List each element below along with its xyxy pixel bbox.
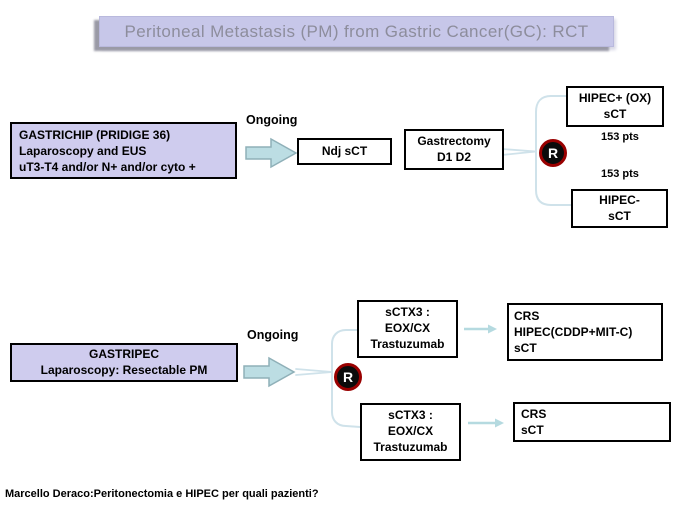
trial2-arm-bottom-outcome-box: CRS sCT — [513, 402, 671, 442]
trial1-arm-top-line2: sCT — [603, 107, 627, 122]
trial2-arm-top-outcome-line1: CRS — [514, 309, 540, 323]
slide-title: Peritoneal Metastasis (PM) from Gastric … — [99, 16, 614, 47]
trial1-entry-line3: uT3-T4 and/or N+ and/or cyto + — [19, 160, 196, 175]
trial1-arm-hipec-plus-box: HIPEC+ (OX) sCT — [566, 86, 664, 127]
trial1-randomization-badge: R — [539, 139, 567, 167]
trial2-arm-bottom-outcome-line2: sCT — [521, 423, 544, 438]
block-arrow-trial2 — [243, 356, 296, 388]
trial1-entry-box: GASTRICHIP (PRIDIGE 36) Laparoscopy and … — [10, 122, 237, 179]
connector-trial2-brace — [331, 329, 361, 428]
trial1-status-label: Ongoing — [246, 113, 298, 127]
trial2-entry-line2: Laparoscopy: Resectable PM — [40, 363, 208, 378]
trial1-gastrectomy-line1: Gastrectomy — [417, 134, 491, 148]
trial2-arm-top-chemo-line3: Trastuzumab — [370, 337, 445, 352]
trial2-arm-bottom-chemo-line3: Trastuzumab — [373, 440, 448, 455]
trial2-arm-top-outcome-box: CRS HIPEC(CDDP+MIT-C) sCT — [507, 303, 663, 361]
trial1-arm-hipec-minus-box: HIPEC- sCT — [571, 189, 668, 228]
trial1-entry-line2: Laparoscopy and EUS — [19, 144, 147, 159]
trial2-arm-top-outcome-line3: sCT — [514, 341, 537, 356]
trial1-arm-bottom-line1: HIPEC- — [599, 193, 640, 207]
trial2-arm-bottom-chemo-line1: sCTX3 : — [388, 408, 433, 422]
trial1-gastrectomy-line2: D1 D2 — [436, 150, 471, 165]
trial2-status-label: Ongoing — [247, 328, 299, 342]
trial1-arm-top-line1: HIPEC+ (OX) — [578, 91, 652, 105]
trial2-arm-bottom-outcome-line1: CRS — [521, 407, 547, 421]
trial1-ndj-sct-box: Ndj sCT — [297, 138, 392, 165]
thin-arrow-trial2-bottom — [468, 418, 504, 428]
connector-trial2-tip — [295, 368, 333, 376]
trial2-entry-line1: GASTRIPEC — [88, 347, 159, 361]
block-arrow-trial1 — [245, 137, 298, 169]
trial1-arm-bottom-patients: 153 pts — [601, 168, 639, 180]
trial2-arm-top-chemo-box: sCTX3 : EOX/CX Trastuzumab — [357, 300, 458, 358]
connector-trial1-brace — [535, 95, 572, 206]
trial2-randomization-badge: R — [334, 363, 362, 391]
trial2-arm-bottom-chemo-box: sCTX3 : EOX/CX Trastuzumab — [360, 403, 461, 461]
trial1-gastrectomy-box: Gastrectomy D1 D2 — [404, 129, 504, 170]
connector-trial1-tip — [501, 148, 537, 156]
thin-arrow-trial2-top — [464, 324, 497, 334]
trial2-arm-top-outcome-line2: HIPEC(CDDP+MIT-C) — [514, 325, 633, 340]
trial2-arm-top-chemo-line1: sCTX3 : — [385, 305, 430, 319]
attribution-caption: Marcello Deraco:Peritonectomia e HIPEC p… — [5, 488, 319, 500]
trial1-arm-top-patients: 153 pts — [601, 131, 639, 143]
trial2-arm-top-chemo-line2: EOX/CX — [384, 321, 431, 336]
trial2-arm-bottom-chemo-line2: EOX/CX — [387, 424, 434, 439]
trial1-entry-line1: GASTRICHIP (PRIDIGE 36) — [19, 128, 171, 142]
trial2-entry-box: GASTRIPEC Laparoscopy: Resectable PM — [10, 343, 238, 382]
trial1-arm-bottom-line2: sCT — [608, 209, 631, 224]
